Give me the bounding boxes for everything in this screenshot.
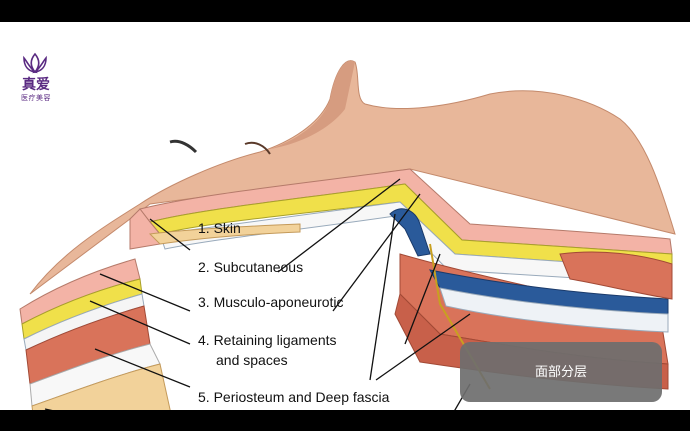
face-surface <box>29 60 676 295</box>
leader-retaining <box>94 348 191 388</box>
leader-skin <box>277 178 401 273</box>
leader-retaining-2 <box>369 213 396 381</box>
clinic-logo: 真爱 医疗美容 <box>10 52 62 104</box>
leader-musculo-2 <box>404 253 441 345</box>
lotus-crown-icon <box>23 52 47 74</box>
leader-skin-2 <box>149 218 191 251</box>
face-shadow <box>270 60 355 149</box>
label-retaining-ligaments: 4. Retaining ligaments <box>198 332 337 348</box>
label-and-spaces: and spaces <box>216 352 288 368</box>
leader-musculo <box>89 300 191 345</box>
toast-popup: 面部分层 <box>460 342 662 402</box>
right-white-layer <box>439 287 669 333</box>
label-musculo-aponeurotic: 3. Musculo-aponeurotic <box>198 294 344 310</box>
label-subcutaneous: 2. Subcutaneous <box>198 259 304 275</box>
leader-subcutaneous <box>99 273 191 312</box>
label-skin: 1. Skin <box>198 220 241 236</box>
upper-cavity <box>148 223 301 245</box>
leader-retaining-3 <box>375 313 471 381</box>
subcutaneous-layer <box>149 183 673 270</box>
right-cheek-muscle <box>559 251 673 300</box>
label-periosteum-deep-fascia: 5. Periosteum and Deep fascia <box>198 389 390 405</box>
logo-subtitle: 医疗美容 <box>21 95 51 102</box>
leader-subcutaneous-2 <box>332 193 421 312</box>
eyebrow <box>169 139 198 154</box>
toast-text: 面部分层 <box>534 364 587 379</box>
eye <box>244 141 271 155</box>
logo-name: 真爱 <box>22 77 50 93</box>
